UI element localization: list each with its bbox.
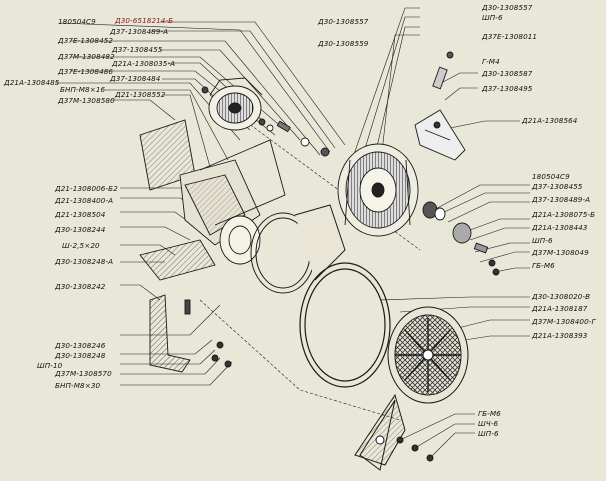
part-label-32: Д21-1308400-А: [55, 196, 114, 205]
part-label-33: Д21-1308504: [55, 210, 106, 219]
part-label-8: Д37Е-1308486: [58, 67, 114, 76]
part-label-29: Д37М-1308049: [532, 248, 589, 257]
part-label-6: Д37М-1308482: [58, 52, 115, 61]
part-label-15: Д30-1308559: [318, 39, 369, 48]
part-label-17: ШП-6: [482, 13, 503, 22]
part-label-44: Д21А-1308187: [532, 304, 588, 313]
part-label-1: Д30-6518214-Б: [115, 16, 174, 25]
part-label-23: 180504С9: [532, 172, 570, 181]
part-label-34: Д30-1308244: [55, 225, 106, 234]
part-label-3: 180504С9: [58, 17, 96, 26]
part-label-5: Д37-1308455: [112, 45, 163, 54]
part-label-12: Д21-1308552: [115, 90, 166, 99]
part-label-30: ГБ-М6: [532, 261, 555, 270]
part-label-36: Д30-1308248-А: [55, 257, 114, 266]
part-label-48: ШЧ-6: [478, 419, 499, 428]
part-label-18: Д37Е-1308011: [482, 32, 538, 41]
part-label-24: Д37-1308455: [532, 182, 583, 191]
part-label-13: Д37М-1308580: [58, 96, 115, 105]
part-label-11: БНП-М8×16: [60, 85, 106, 94]
part-label-28: ШП-6: [532, 236, 553, 245]
part-label-46: Д21А-1308393: [532, 331, 588, 340]
part-label-10: Д21А-1308485: [4, 78, 60, 87]
part-label-26: Д21А-1308075-Б: [532, 210, 596, 219]
part-label-49: ШП-6: [478, 429, 499, 438]
part-label-2: Д37-1308489-А: [110, 27, 169, 36]
part-label-20: Д30-1308587: [482, 69, 533, 78]
part-label-41: Д37М-1308570: [55, 369, 112, 378]
part-label-47: ГБ-М6: [478, 409, 501, 418]
part-label-22: Д21А-1308564: [522, 116, 578, 125]
part-label-14: Д30-1308557: [318, 17, 369, 26]
part-label-19: Г-М4: [482, 57, 500, 66]
part-label-43: Д30-1308020-В: [532, 292, 591, 301]
part-label-42: БНП-М8×30: [55, 381, 101, 390]
part-label-37: Д30-1308242: [55, 282, 106, 291]
part-label-21: Д37-1308495: [482, 84, 533, 93]
part-label-16: Д30-1308557: [482, 3, 533, 12]
part-label-27: Д21А-1308443: [532, 223, 588, 232]
part-label-38: Д30-1308246: [55, 341, 106, 350]
part-label-31: Д21-1308006-Б2: [55, 184, 118, 193]
part-label-7: Д21А-1308035-А: [112, 59, 176, 68]
part-label-4: Д37Е-1308452: [58, 36, 114, 45]
part-label-39: Д30-1308248: [55, 351, 106, 360]
part-label-45: Д37М-1308400-Г: [532, 317, 596, 326]
part-label-25: Д37-1308489-А: [532, 195, 591, 204]
part-label-40: ШП-10: [37, 361, 63, 370]
part-label-9: Д37-1308484: [110, 74, 161, 83]
part-label-35: Ш-2,5×20: [62, 241, 100, 250]
